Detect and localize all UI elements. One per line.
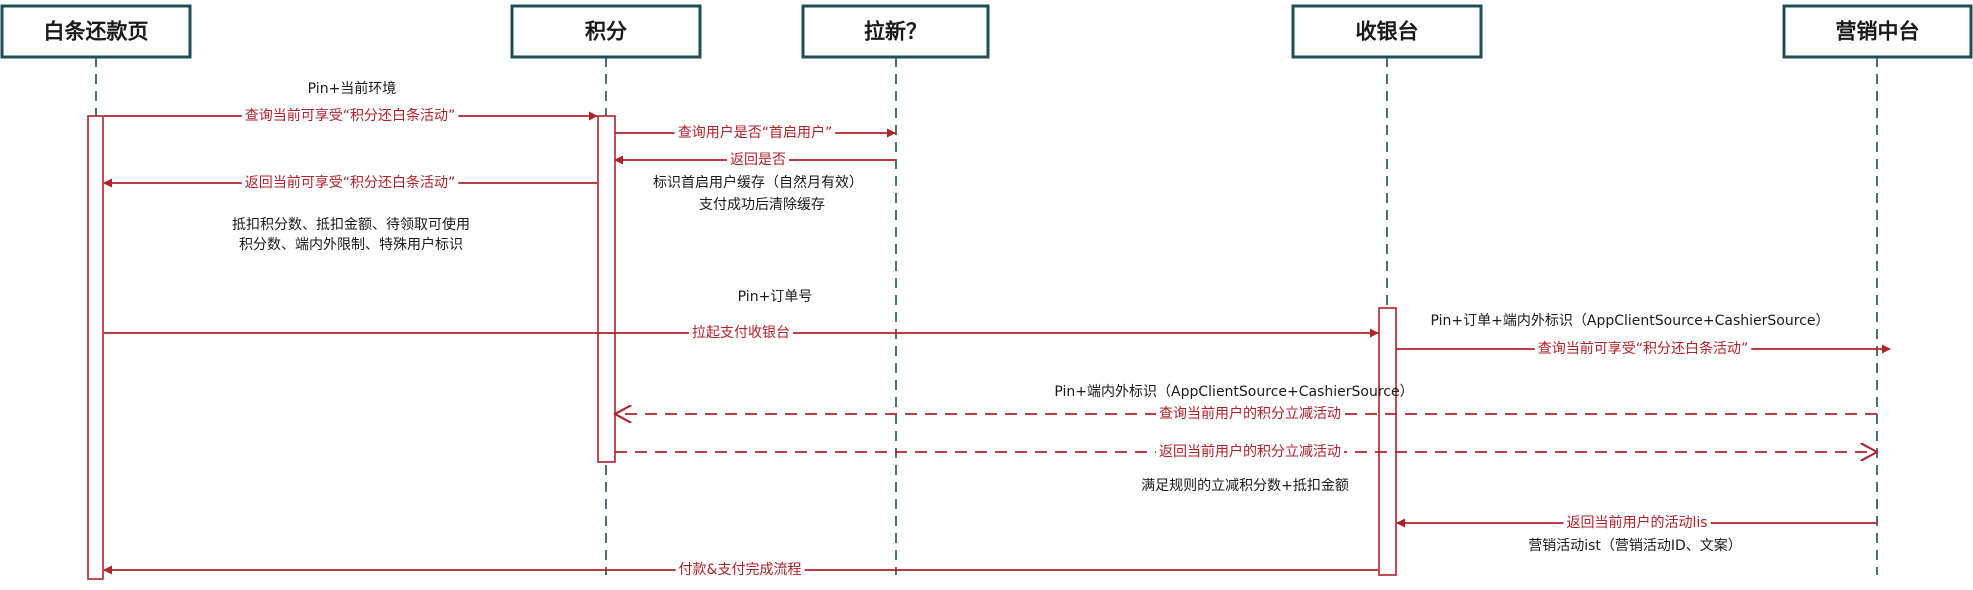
message-label-bg-2	[674, 123, 836, 142]
actor-laxin: 拉新？	[801, 4, 990, 59]
message-label-bg-4	[241, 173, 459, 192]
note-6: Pin+订单号	[738, 289, 813, 305]
message-label-8: 返回当前用户的积分立减活动	[1159, 443, 1341, 460]
note-8: Pin+端内外标识（AppClientSource+CashierSource）	[1054, 384, 1413, 400]
message-label-bg-8	[1156, 442, 1344, 461]
actor-label-jifen: 积分	[585, 20, 627, 44]
message-label-5: 拉起支付收银台	[692, 325, 790, 341]
message-label-bg-1	[241, 106, 459, 125]
actor-label-laxin: 拉新？	[864, 20, 927, 44]
message-label-bg-5	[689, 324, 793, 342]
message-label-10: 付款&支付完成流程	[679, 562, 802, 578]
message-5: 拉起支付收银台	[104, 324, 1379, 342]
message-label-9: 返回当前用户的活动lis	[1566, 514, 1707, 531]
activation-baitiao	[87, 115, 104, 580]
message-label-6: 查询当前可享受“积分还白条活动”	[1538, 340, 1749, 357]
actor-label-baitiao: 白条还款页	[44, 20, 149, 44]
actor-label-shouyintai: 收银台	[1356, 20, 1419, 44]
actor-box-jifen	[510, 4, 702, 59]
message-10: 付款&支付完成流程	[103, 561, 1378, 579]
message-8: 返回当前用户的积分立减活动	[615, 442, 1877, 461]
message-label-7: 查询当前用户的积分立减活动	[1159, 405, 1341, 422]
note-10: 营销活动ist（营销活动ID、文案）	[1528, 537, 1742, 554]
message-3: 返回是否	[614, 151, 896, 169]
message-label-1: 查询当前可享受“积分还白条活动”	[245, 107, 456, 124]
note-5: 积分数、端内外限制、特殊用户标识	[239, 236, 463, 253]
note-2: 标识首启用户缓存（自然月有效）	[653, 174, 863, 191]
actor-yingxiao: 营销中台	[1782, 4, 1973, 59]
note-9: 满足规则的立减积分数+抵扣金额	[1141, 478, 1349, 494]
activation-shouyintai	[1378, 307, 1397, 576]
note-3: 支付成功后清除缓存	[699, 197, 825, 213]
note-7: Pin+订单+端内外标识（AppClientSource+CashierSour…	[1431, 313, 1830, 329]
note-1: Pin+当前环境	[308, 80, 397, 97]
actor-box-shouyintai	[1291, 4, 1483, 59]
message-label-bg-10	[675, 561, 805, 579]
message-4: 返回当前可享受“积分还白条活动”	[103, 173, 597, 192]
message-label-bg-7	[1156, 404, 1344, 423]
message-2: 查询用户是否“首启用户”	[615, 123, 896, 142]
message-label-2: 查询用户是否“首启用户”	[678, 124, 833, 141]
actor-box-laxin	[801, 4, 990, 59]
message-label-bg-6	[1534, 339, 1752, 358]
actor-shouyintai: 收银台	[1291, 4, 1483, 59]
actor-label-yingxiao: 营销中台	[1836, 20, 1920, 44]
message-6: 查询当前可享受“积分还白条活动”	[1396, 339, 1891, 358]
message-label-bg-3	[727, 151, 789, 169]
actor-baitiao: 白条还款页	[0, 4, 192, 59]
actor-jifen: 积分	[510, 4, 702, 59]
message-label-4: 返回当前可享受“积分还白条活动”	[245, 174, 456, 191]
activation-jifen	[597, 115, 616, 463]
message-1: 查询当前可享受“积分还白条活动”	[104, 106, 598, 125]
note-4: 抵扣积分数、抵扣金额、待领取可使用	[232, 216, 470, 233]
message-label-bg-9	[1563, 513, 1711, 532]
message-7: 查询当前用户的积分立减活动	[615, 404, 1877, 423]
message-label-3: 返回是否	[730, 152, 786, 168]
message-9: 返回当前用户的活动lis	[1396, 513, 1877, 532]
actor-box-yingxiao	[1782, 4, 1973, 59]
actor-box-baitiao	[0, 4, 192, 59]
